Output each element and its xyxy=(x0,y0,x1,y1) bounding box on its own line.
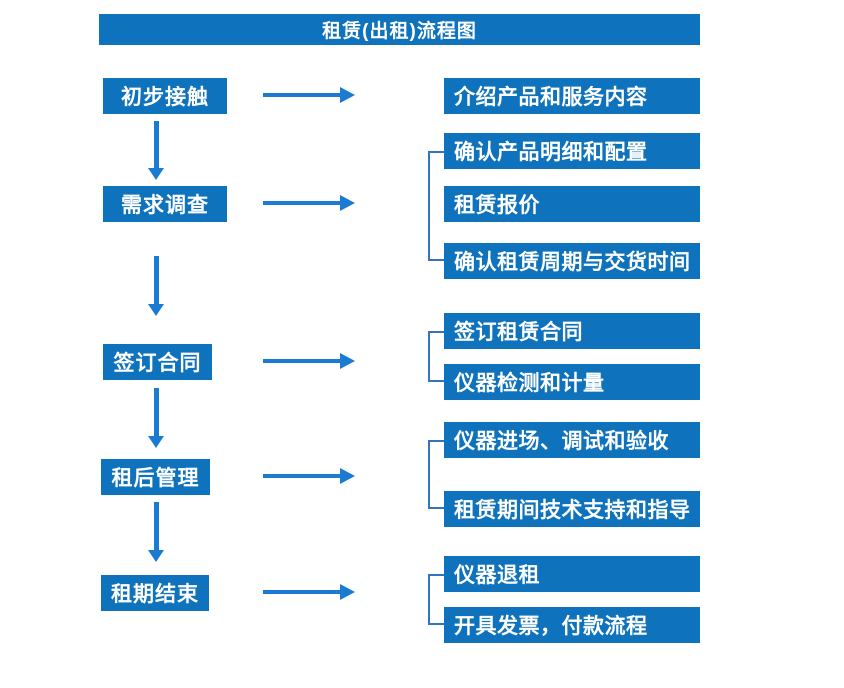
detail-box-sign-rental-contract: 签订租赁合同 xyxy=(444,313,700,349)
detail-box-invoice-payment-process: 开具发票，付款流程 xyxy=(444,607,700,643)
stage-box-rental-end: 租期结束 xyxy=(101,575,209,611)
arrow-head xyxy=(148,304,164,316)
arrow-shaft xyxy=(263,359,341,363)
arrow-shaft xyxy=(154,121,159,168)
detail-box-instrument-testing-measurement: 仪器检测和计量 xyxy=(444,364,700,400)
arrow-right-icon xyxy=(263,468,355,484)
detail-box-instrument-return: 仪器退租 xyxy=(444,556,700,592)
arrow-head xyxy=(148,436,164,448)
arrow-right-icon xyxy=(263,195,355,211)
arrow-shaft xyxy=(154,388,159,436)
detail-box-rental-quote: 租赁报价 xyxy=(444,186,700,222)
arrow-head xyxy=(340,195,355,211)
arrow-shaft xyxy=(263,474,341,478)
arrow-right-icon xyxy=(263,584,355,600)
arrow-shaft xyxy=(263,201,341,205)
detail-box-confirm-product-details-config: 确认产品明细和配置 xyxy=(444,133,700,169)
arrow-head xyxy=(148,168,164,180)
arrow-head xyxy=(340,87,355,103)
detail-box-confirm-rental-period-delivery: 确认租赁周期与交货时间 xyxy=(444,243,700,279)
stage-box-demand-survey: 需求调查 xyxy=(103,186,227,222)
arrow-head xyxy=(340,468,355,484)
detail-box-technical-support-guidance: 租赁期间技术支持和指导 xyxy=(444,491,700,527)
arrow-down-icon xyxy=(148,256,165,316)
arrow-shaft xyxy=(263,93,341,97)
arrow-shaft xyxy=(154,256,159,304)
detail-box-instrument-setup-acceptance: 仪器进场、调试和验收 xyxy=(444,422,700,458)
bracket-connector xyxy=(428,151,444,261)
bracket-connector xyxy=(428,440,444,509)
bracket-connector xyxy=(428,574,444,625)
stage-box-initial-contact: 初步接触 xyxy=(103,78,227,114)
arrow-shaft xyxy=(263,590,341,594)
arrow-down-icon xyxy=(148,121,165,180)
arrow-head xyxy=(340,584,355,600)
arrow-head xyxy=(340,353,355,369)
detail-box-introduce-products-services: 介绍产品和服务内容 xyxy=(444,78,700,114)
arrow-shaft xyxy=(154,502,159,550)
arrow-head xyxy=(148,550,164,562)
flowchart-title: 租赁(出租)流程图 xyxy=(99,14,700,45)
arrow-right-icon xyxy=(263,353,355,369)
arrow-right-icon xyxy=(263,87,355,103)
bracket-connector xyxy=(428,331,444,382)
arrow-down-icon xyxy=(148,388,165,448)
stage-box-sign-contract: 签订合同 xyxy=(103,344,212,380)
arrow-down-icon xyxy=(148,502,165,562)
stage-box-post-rental-management: 租后管理 xyxy=(101,459,210,495)
